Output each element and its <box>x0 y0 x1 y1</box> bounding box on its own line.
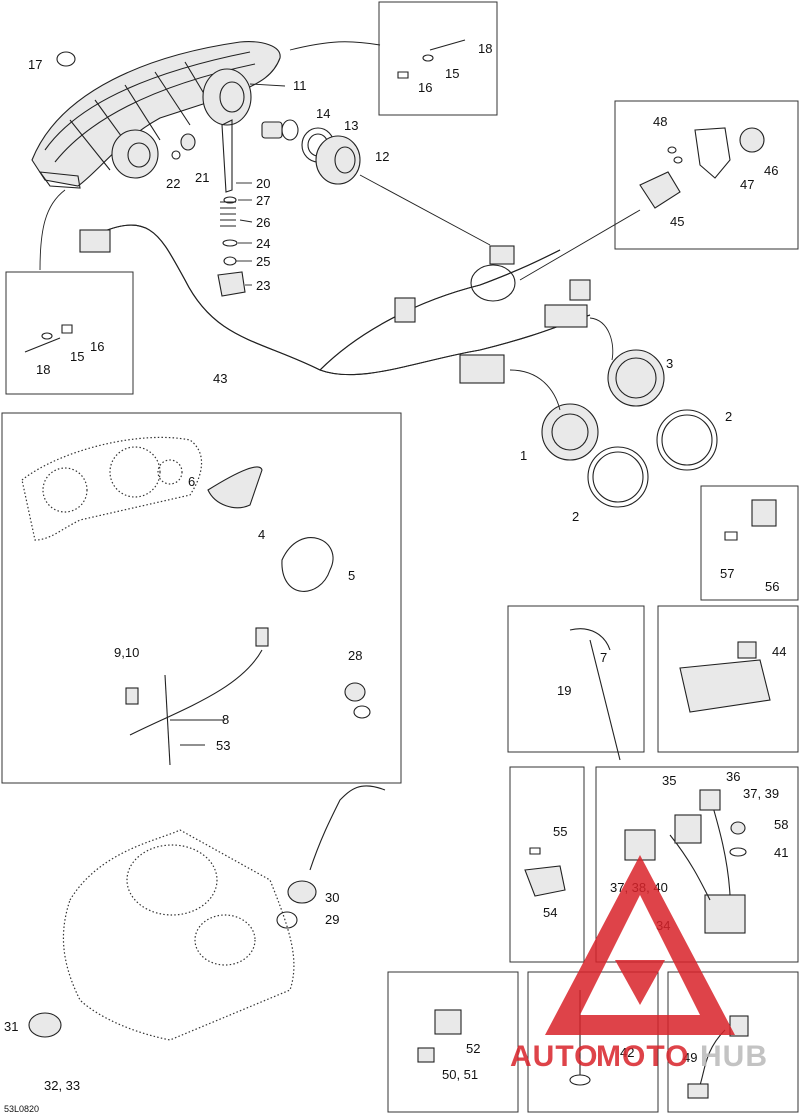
drawing-code: 53L0820 <box>4 1104 39 1114</box>
callout-46: 46 <box>764 163 778 178</box>
callout-58: 58 <box>774 817 788 832</box>
callout-30: 30 <box>325 890 339 905</box>
callout-48: 48 <box>653 114 667 129</box>
box-sender-19 <box>507 605 645 753</box>
callout-54: 54 <box>543 905 557 920</box>
callout-55: 55 <box>553 824 567 839</box>
callout-2a: 2 <box>725 409 732 424</box>
leader-lines <box>39 41 641 746</box>
callout-36: 36 <box>726 769 740 784</box>
callout-17: 17 <box>28 57 42 72</box>
callout-25: 25 <box>256 254 270 269</box>
callout-28: 28 <box>348 648 362 663</box>
callout-12: 12 <box>375 149 389 164</box>
box-sensor-49 <box>667 971 799 1113</box>
callout-9-10: 9,10 <box>114 645 139 660</box>
callout-45: 45 <box>670 214 684 229</box>
bulb-parts <box>261 119 361 185</box>
box-screws-top <box>378 1 498 116</box>
callout-31: 31 <box>4 1019 18 1034</box>
callout-37-39: 37, 39 <box>743 786 779 801</box>
callout-8: 8 <box>222 712 229 727</box>
callout-22: 22 <box>166 176 180 191</box>
callout-42: 42 <box>620 1045 634 1060</box>
callout-23: 23 <box>256 278 270 293</box>
callout-11: 11 <box>293 78 307 93</box>
box-fusebox-44 <box>657 605 799 753</box>
callout-16b: 16 <box>90 339 104 354</box>
watermark-inner-mark <box>615 960 665 1005</box>
sensor-45-parts <box>639 127 765 209</box>
callout-4: 4 <box>258 527 265 542</box>
callout-49: 49 <box>683 1050 697 1065</box>
callout-18b: 18 <box>36 362 50 377</box>
callout-52: 52 <box>466 1041 480 1056</box>
callout-47: 47 <box>740 177 754 192</box>
box-regulator-34 <box>595 766 799 963</box>
adjuster-stack <box>171 119 246 297</box>
cluster-parts <box>21 436 371 766</box>
callout-27: 27 <box>256 193 270 208</box>
box-bracket-54 <box>509 766 585 963</box>
callout-1: 1 <box>520 448 527 463</box>
callout-43: 43 <box>213 371 227 386</box>
wiring-harness <box>79 224 591 384</box>
clip-17 <box>56 51 76 67</box>
watermark-triangle <box>545 855 735 1035</box>
callout-15b: 15 <box>70 349 84 364</box>
box-switch-52 <box>387 971 519 1113</box>
callout-7: 7 <box>600 650 607 665</box>
watermark-text-auto: AUTO <box>510 1040 598 1073</box>
callout-3: 3 <box>666 356 673 371</box>
callout-2b: 2 <box>572 509 579 524</box>
callout-56: 56 <box>765 579 779 594</box>
callout-19: 19 <box>557 683 571 698</box>
callout-5: 5 <box>348 568 355 583</box>
callout-16a: 16 <box>418 80 432 95</box>
callout-18a: 18 <box>478 41 492 56</box>
headlamp-housing <box>31 41 281 189</box>
callout-26: 26 <box>256 215 270 230</box>
callout-24: 24 <box>256 236 270 251</box>
screw-sets <box>24 39 466 353</box>
callout-15a: 15 <box>445 66 459 81</box>
box-screws-left <box>5 271 134 395</box>
callout-32-33: 32, 33 <box>44 1078 80 1093</box>
box-sensor-45 <box>614 100 799 250</box>
callout-50-51: 50, 51 <box>442 1067 478 1082</box>
gauges <box>541 349 718 508</box>
callout-35: 35 <box>662 773 676 788</box>
hood-parts <box>28 785 386 1041</box>
box-bracket-56 <box>700 485 799 601</box>
watermark-text-hub: HUB <box>700 1040 768 1073</box>
watermark-text-moto: MOTO <box>596 1040 689 1073</box>
callout-20: 20 <box>256 176 270 191</box>
callout-13: 13 <box>344 118 358 133</box>
callout-57: 57 <box>720 566 734 581</box>
callout-6: 6 <box>188 474 195 489</box>
watermark-logo: AUTO MOTO HUB <box>510 855 768 1073</box>
callout-21: 21 <box>195 170 209 185</box>
callout-labels: 1 2 2 3 4 5 6 7 8 9,10 11 12 13 14 15 15… <box>4 41 788 1114</box>
callout-41: 41 <box>774 845 788 860</box>
callout-53: 53 <box>216 738 230 753</box>
callout-29: 29 <box>325 912 339 927</box>
detail-internals <box>417 499 777 1099</box>
callout-44: 44 <box>772 644 786 659</box>
box-gauge-cluster <box>1 412 402 784</box>
callout-14: 14 <box>316 106 330 121</box>
